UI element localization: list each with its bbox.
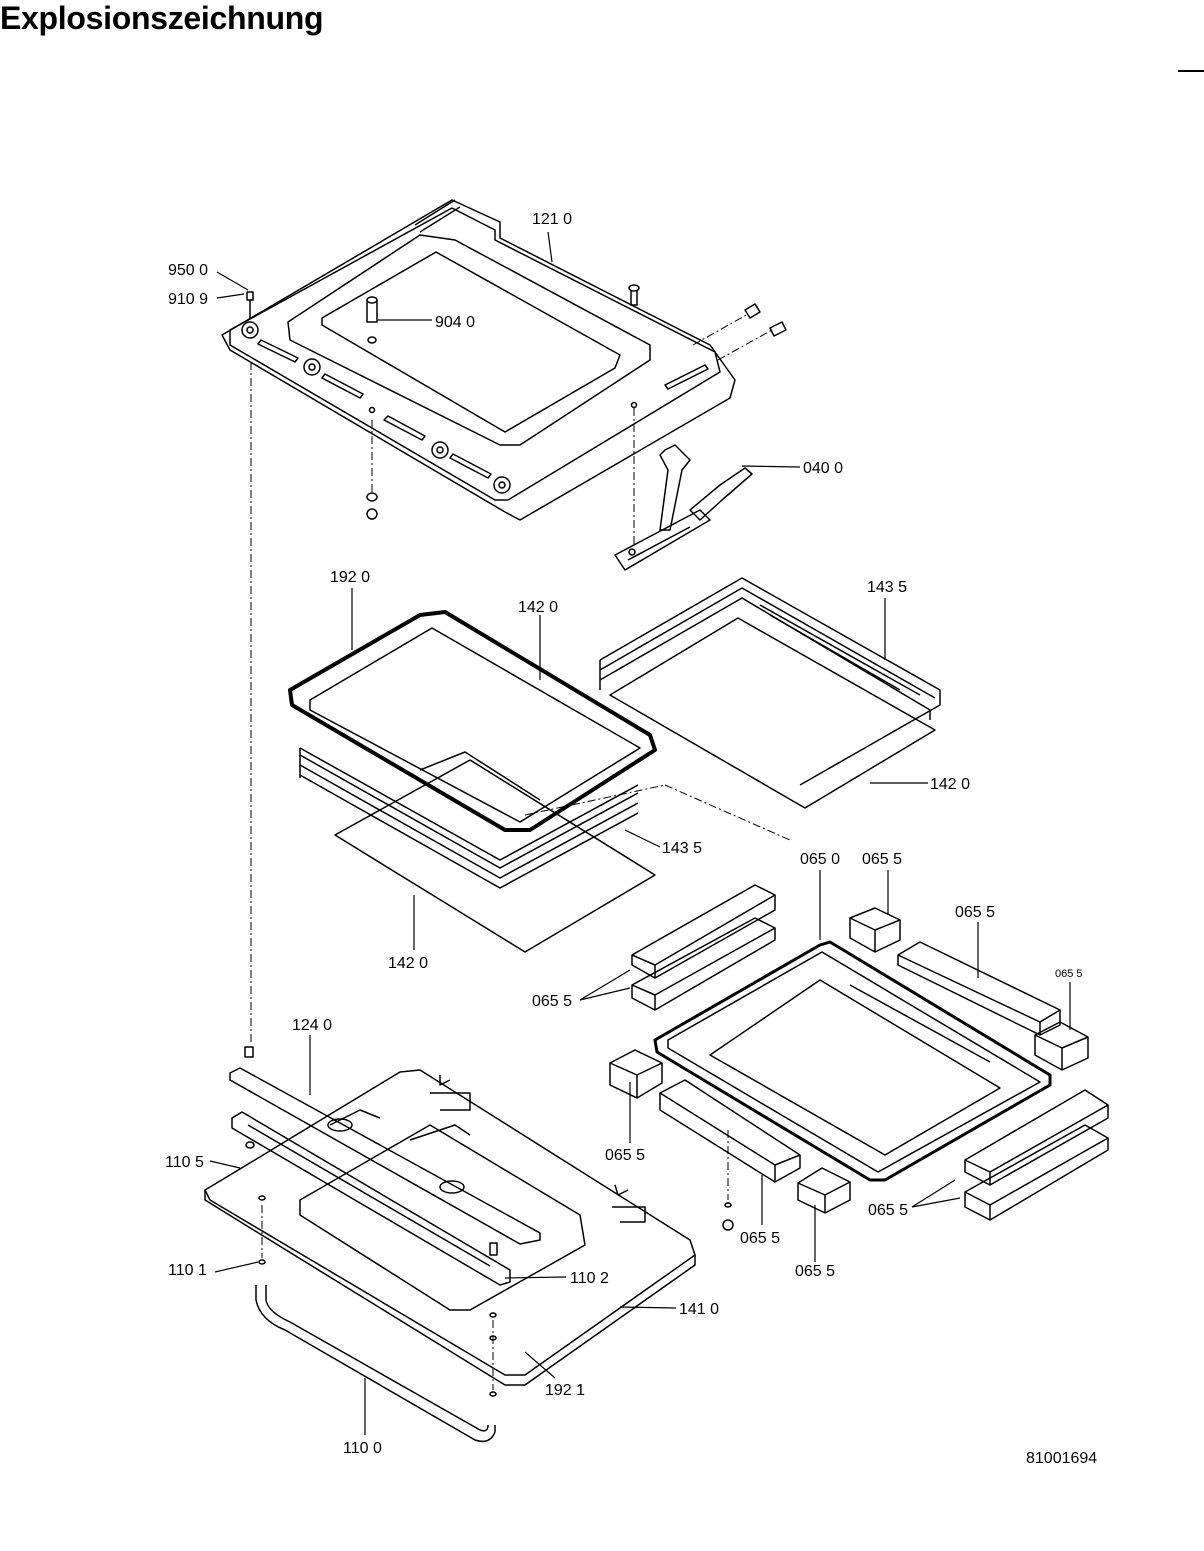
screw-1105	[244, 1046, 255, 1149]
label-1240: 124 0	[292, 1017, 332, 1034]
gasket-1920	[288, 610, 657, 832]
nut-washer	[366, 492, 378, 520]
screw-9109	[246, 291, 254, 318]
label-1210: 121 0	[532, 211, 572, 228]
part-labels: 121 0 950 0 910 9 904 0 040 0 192 0 142 …	[165, 211, 1083, 1457]
label-9040: 904 0	[435, 314, 475, 331]
label-0655-c: 065 5	[1055, 968, 1083, 980]
washer-d	[489, 1391, 497, 1397]
label-1420-a: 142 0	[518, 599, 558, 616]
washer-a	[258, 1195, 266, 1201]
stud-9040	[366, 296, 378, 344]
washer-1101	[258, 1259, 266, 1265]
label-0655-h: 065 5	[868, 1202, 908, 1219]
inner-frame-0650	[653, 940, 1052, 1182]
label-0655-g: 065 5	[795, 1263, 835, 1280]
label-0650: 065 0	[800, 851, 840, 868]
label-1102: 110 2	[570, 1270, 609, 1287]
hinge-0400	[614, 444, 753, 571]
screw-hinge-b	[744, 303, 787, 337]
page-title: Explosionszeichnung	[0, 0, 324, 36]
label-1410: 141 0	[679, 1301, 719, 1318]
label-0400: 040 0	[803, 460, 843, 477]
frame-1435-right	[599, 577, 941, 786]
frame-1435-left	[299, 747, 639, 889]
assembly-lines	[250, 313, 791, 1390]
label-0655-f: 065 5	[740, 1230, 780, 1247]
glass-1420-right	[609, 617, 936, 809]
corner-mark	[1178, 70, 1204, 72]
label-1105: 110 5	[165, 1154, 204, 1171]
screw-1102	[489, 1242, 498, 1256]
label-9109: 910 9	[168, 291, 208, 308]
label-1921: 192 1	[545, 1382, 585, 1399]
screw-hinge-a	[628, 284, 640, 306]
leader-lines	[209, 231, 1071, 1435]
label-1435-b: 143 5	[662, 840, 702, 857]
label-0655-a: 065 5	[862, 851, 902, 868]
label-0655-b: 065 5	[955, 904, 995, 921]
label-1101: 110 1	[168, 1262, 207, 1279]
label-0655-d: 065 5	[532, 993, 572, 1010]
label-1420-c: 142 0	[388, 955, 428, 972]
label-1100: 110 0	[343, 1440, 382, 1457]
nut-small	[722, 1202, 734, 1231]
glass-1420-left	[334, 759, 656, 953]
document-number: 81001694	[1026, 1450, 1098, 1467]
label-1435-a: 143 5	[867, 579, 907, 596]
label-1420-b: 142 0	[930, 776, 970, 793]
bottom-panel-1410	[204, 1069, 696, 1386]
label-1920: 192 0	[330, 569, 370, 586]
insulation-blocks	[609, 884, 1109, 1221]
door-top-panel	[221, 199, 736, 521]
label-0655-e: 065 5	[605, 1147, 645, 1164]
rail-1240	[229, 1067, 541, 1286]
label-9500: 950 0	[168, 262, 208, 279]
washer-b	[489, 1312, 497, 1318]
handle-1100	[255, 1285, 496, 1443]
